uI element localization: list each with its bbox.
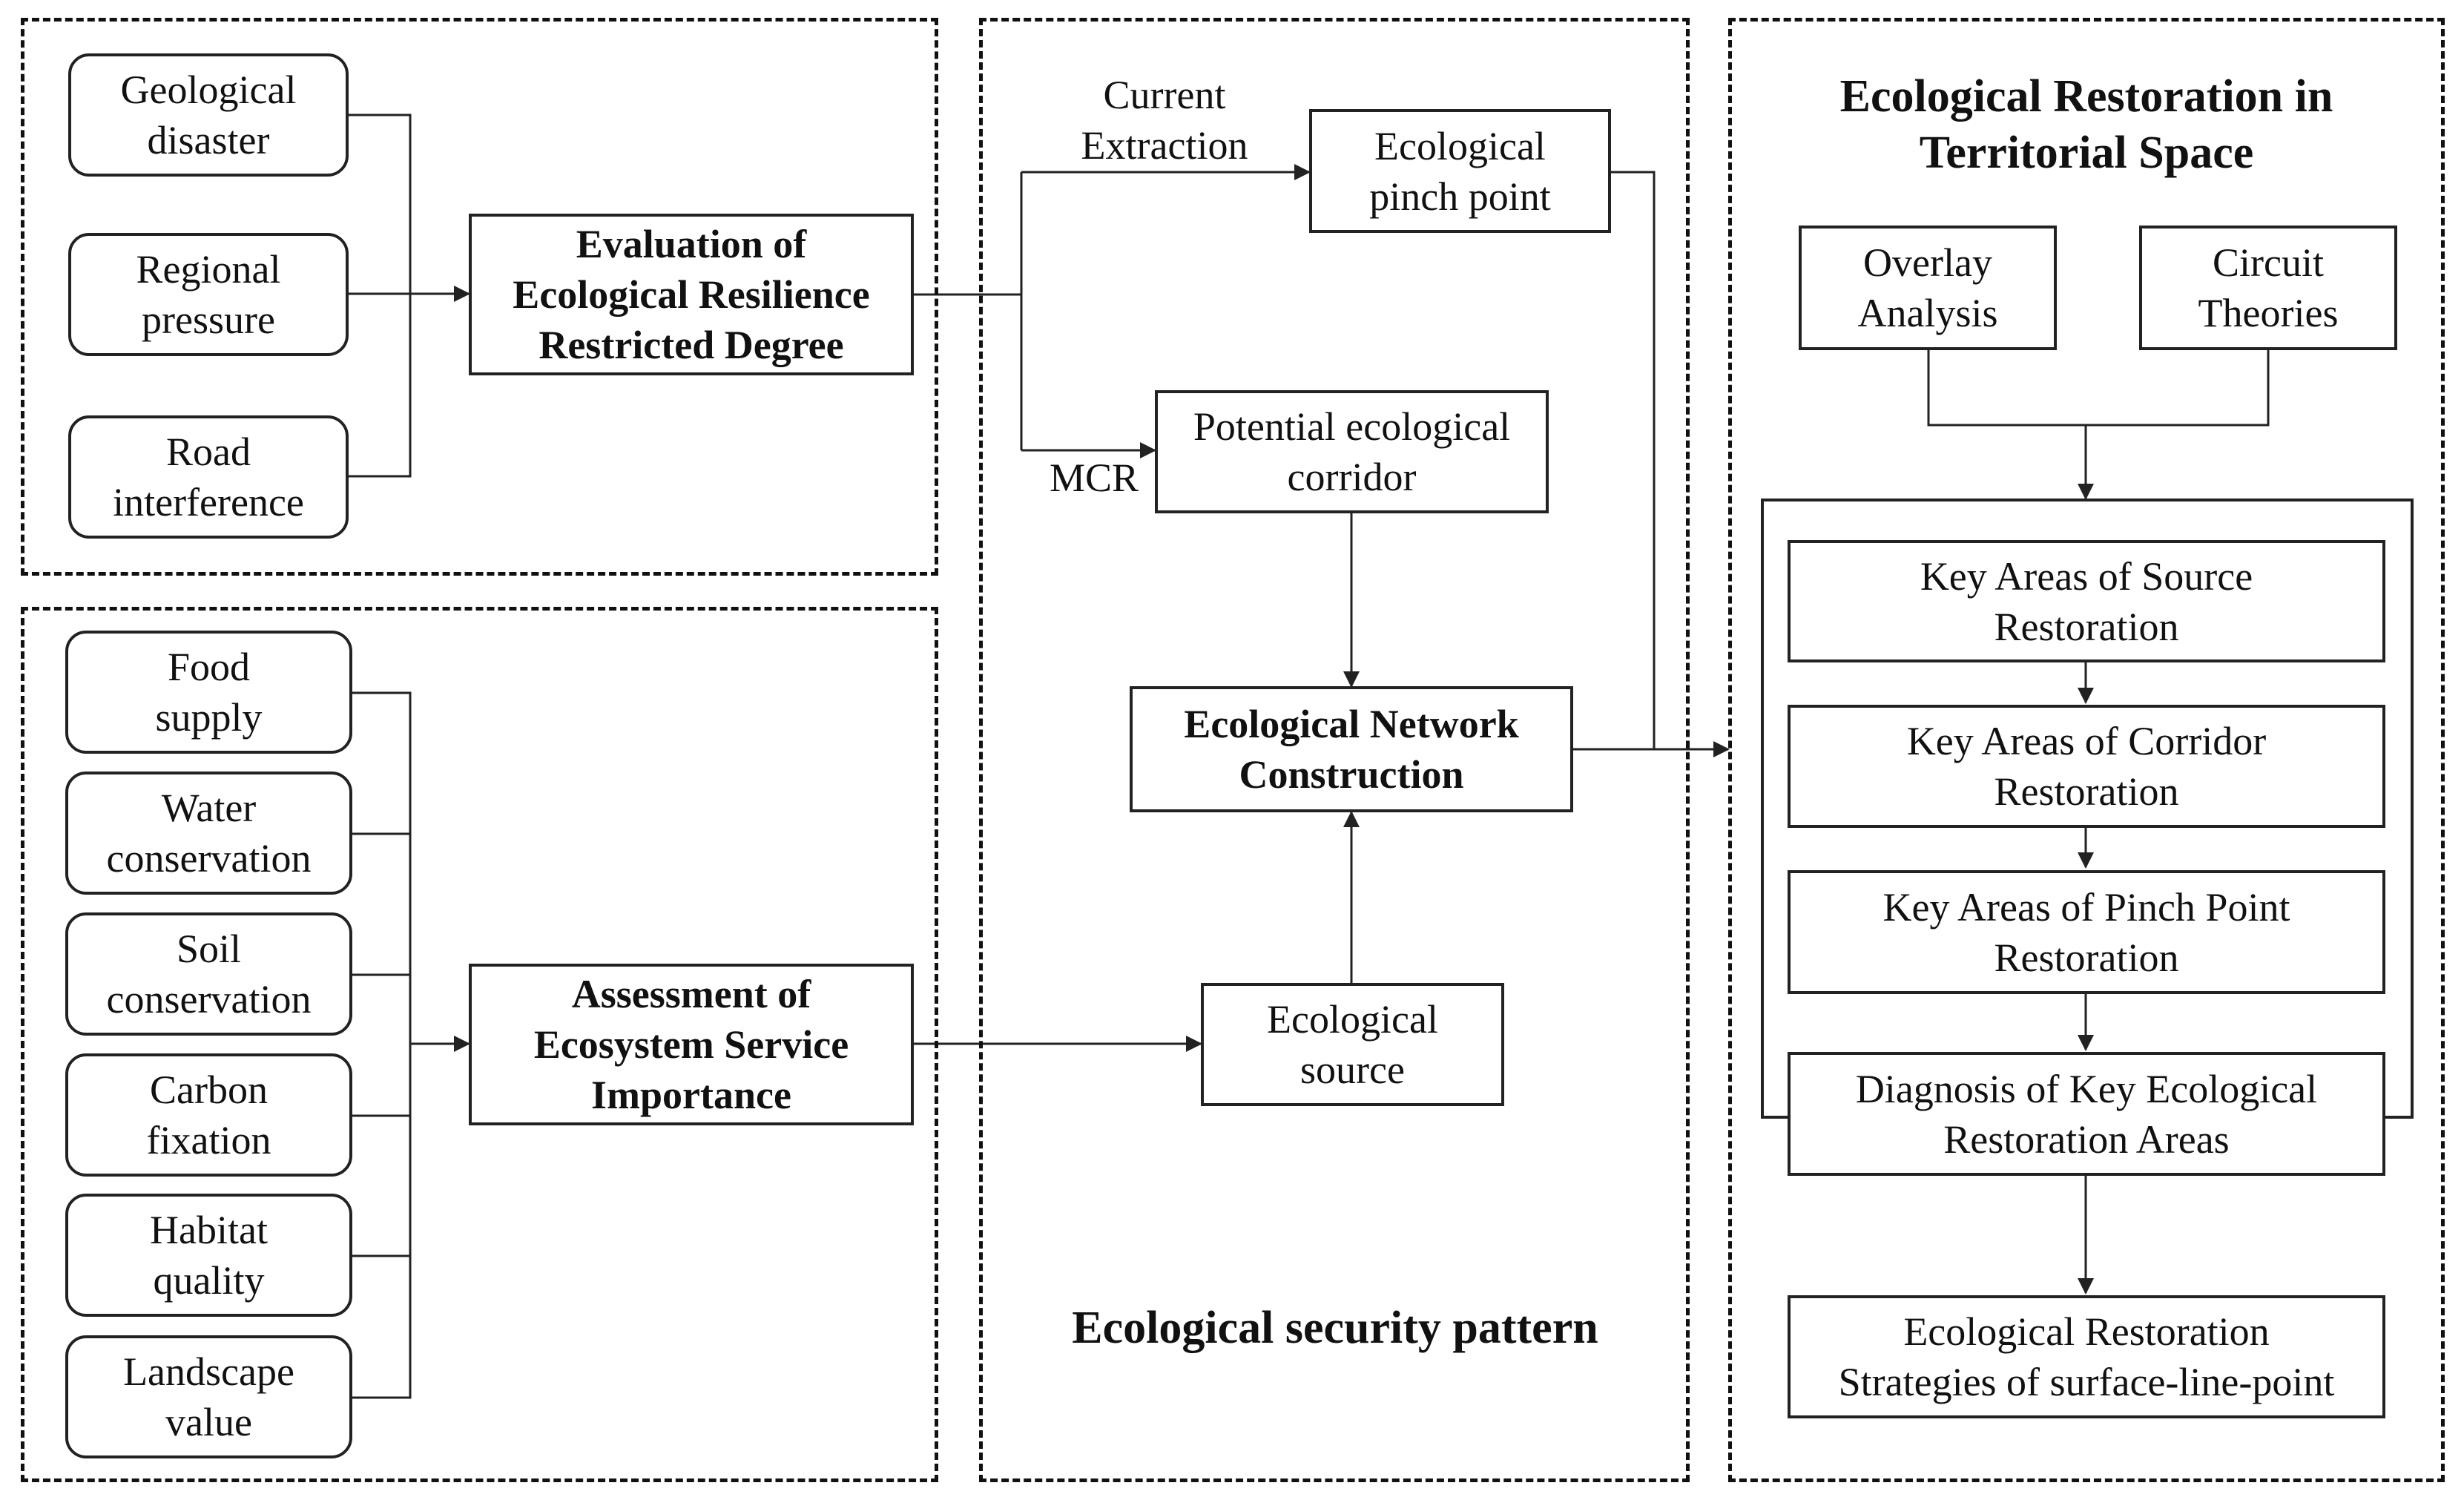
factor-regional-pressure: Regional pressure xyxy=(68,233,349,356)
factor-water-conservation: Water conservation xyxy=(65,772,352,895)
potential-ecological-corridor-box: Potential ecological corridor xyxy=(1155,390,1549,513)
key-areas-corridor-restoration-box: Key Areas of Corridor Restoration xyxy=(1788,705,2385,828)
factor-carbon-fixation: Carbon fixation xyxy=(65,1053,352,1177)
panel-security-pattern xyxy=(979,18,1690,1482)
circuit-theories-box: Circuit Theories xyxy=(2139,226,2397,350)
restoration-strategies-box: Ecological Restoration Strategies of sur… xyxy=(1788,1295,2385,1418)
panel-restoration xyxy=(1728,18,2445,1482)
factor-food-supply: Food supply xyxy=(65,631,352,754)
assessment-ecosystem-service-box: Assessment of Ecosystem Service Importan… xyxy=(469,964,914,1125)
key-areas-pinch-point-restoration-box: Key Areas of Pinch Point Restoration xyxy=(1788,870,2385,994)
key-areas-source-restoration-box: Key Areas of Source Restoration xyxy=(1788,540,2385,662)
factor-road-interference: Road interference xyxy=(68,415,349,539)
diagnosis-key-restoration-areas-box: Diagnosis of Key Ecological Restoration … xyxy=(1788,1052,2385,1176)
ecological-source-box: Ecological source xyxy=(1201,983,1504,1106)
factor-soil-conservation: Soil conservation xyxy=(65,912,352,1036)
overlay-analysis-box: Overlay Analysis xyxy=(1799,226,2057,350)
evaluation-resilience-box: Evaluation of Ecological Resilience Rest… xyxy=(469,214,914,375)
factor-geological-disaster: Geological disaster xyxy=(68,53,349,177)
label-mcr: MCR xyxy=(1049,455,1139,500)
factor-habitat-quality: Habitat quality xyxy=(65,1194,352,1317)
panel-resilience xyxy=(21,18,938,576)
middle-panel-title: Ecological security pattern xyxy=(1072,1303,1598,1353)
ecological-network-construction-box: Ecological Network Construction xyxy=(1130,686,1573,812)
right-panel-title: Ecological Restoration in Territorial Sp… xyxy=(1839,71,2333,178)
ecological-pinch-point-box: Ecological pinch point xyxy=(1309,109,1611,233)
label-current-extraction: Current Extraction xyxy=(1081,73,1248,168)
factor-landscape-value: Landscape value xyxy=(65,1335,352,1458)
panel-ecosystem-service xyxy=(21,607,938,1482)
